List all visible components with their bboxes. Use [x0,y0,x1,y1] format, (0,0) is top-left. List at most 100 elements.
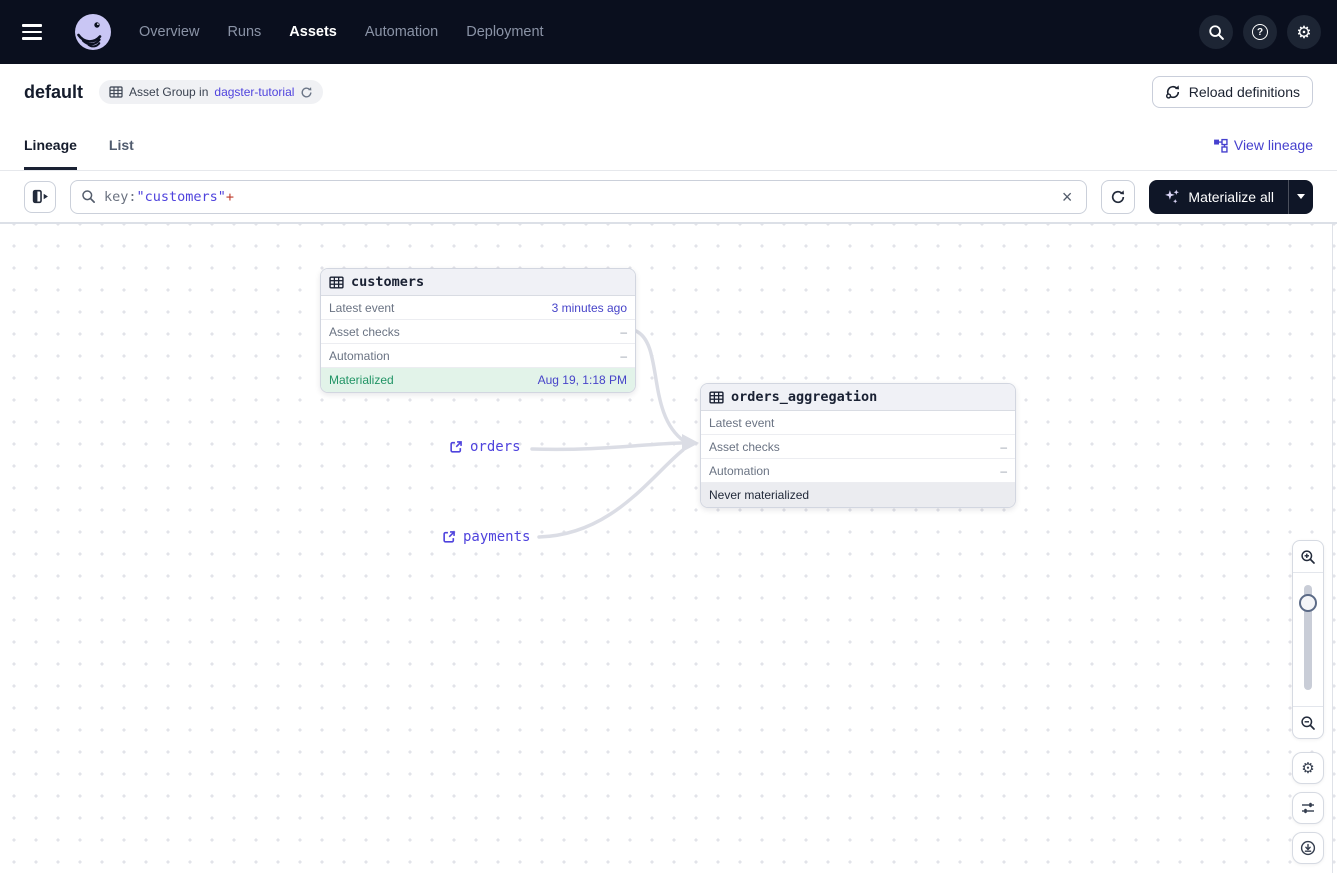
row-value: – [620,324,627,339]
refresh-icon [1112,189,1125,203]
query-prefix: key: [104,188,137,205]
asset-title: orders_aggregation [731,389,878,405]
zoom-out-icon [1301,715,1315,730]
materialize-all-split-button: Materialize all [1149,179,1313,214]
sparkles-icon [1165,189,1180,204]
chevron-down-icon [1297,194,1305,199]
materialize-all-label: Materialize all [1188,188,1274,205]
external-asset-payments[interactable]: payments [442,529,530,545]
canvas-edge-divider [1332,224,1333,873]
asset-row-asset-checks: Asset checks – [701,435,1015,459]
row-value: – [1000,439,1007,454]
tab-list[interactable]: List [108,137,134,153]
menu-hamburger-icon[interactable] [22,14,58,50]
asset-row-latest-event: Latest event [701,411,1015,435]
help-icon: ? [1252,24,1268,40]
row-value: – [1000,463,1007,478]
external-asset-orders[interactable]: orders [449,439,521,455]
code-location-icon [1165,85,1179,99]
view-lineage-link[interactable]: View lineage [1213,120,1313,170]
row-value: 3 minutes ago [551,300,627,315]
asset-status-row: Materialized Aug 19, 1:18 PM [321,368,635,392]
zoom-in-icon [1301,549,1315,564]
nav-item-runs[interactable]: Runs [227,24,262,40]
materialize-options-button[interactable] [1288,179,1313,214]
download-icon [1300,840,1316,856]
asset-title: customers [351,274,425,290]
asset-node-orders-aggregation[interactable]: orders_aggregation Latest event Asset ch… [700,383,1016,508]
table-icon [109,86,123,98]
asset-node-customers[interactable]: customers Latest event 3 minutes ago Ass… [320,268,636,393]
top-nav: Overview Runs Assets Automation Deployme… [0,0,1337,64]
asset-row-latest-event: Latest event 3 minutes ago [321,296,635,320]
download-image-button[interactable] [1292,832,1324,864]
search-icon [82,190,95,203]
asset-row-asset-checks: Asset checks – [321,320,635,344]
graph-filters-button[interactable] [1292,792,1324,824]
asset-node-header: customers [321,269,635,296]
external-link-icon [443,531,455,543]
asset-row-automation: Automation – [321,344,635,368]
gear-icon: ⚙ [1301,759,1315,777]
reload-definitions-button[interactable]: Reload definitions [1151,76,1313,108]
asset-node-header: orders_aggregation [701,384,1015,411]
primary-nav: Overview Runs Assets Automation Deployme… [139,24,544,40]
settings-button[interactable]: ⚙ [1287,15,1321,49]
lineage-edges [530,329,699,539]
query-operator: + [225,188,235,205]
reload-definitions-label: Reload definitions [1188,84,1300,100]
status-label: Never materialized [709,488,810,502]
search-icon [1208,24,1224,40]
row-label: Automation [709,463,770,478]
asset-status-row: Never materialized [701,483,1015,507]
zoom-slider-handle[interactable] [1299,594,1317,612]
filter-sliders-icon [1302,802,1314,814]
asset-row-automation: Automation – [701,459,1015,483]
table-icon [329,275,344,289]
nav-item-assets[interactable]: Assets [289,24,337,40]
dagster-logo-icon[interactable] [74,13,112,51]
nav-item-deployment[interactable]: Deployment [466,24,544,40]
page-title: default [24,81,84,102]
row-label: Automation [329,348,390,363]
search-button[interactable] [1199,15,1233,49]
nav-item-overview[interactable]: Overview [139,24,200,40]
refresh-graph-button[interactable] [1101,179,1136,214]
page-header: default Asset Group in dagster-tutorial … [0,64,1337,120]
external-asset-label: payments [463,529,531,545]
badge-refresh-icon[interactable] [300,86,313,99]
graph-settings-button[interactable]: ⚙ [1292,752,1324,784]
tab-lineage[interactable]: Lineage [24,120,77,170]
code-location-link[interactable]: dagster-tutorial [214,85,295,99]
asset-group-badge: Asset Group in dagster-tutorial [99,80,324,104]
gear-icon: ⚙ [1296,22,1312,42]
lineage-canvas[interactable]: customers Latest event 3 minutes ago Ass… [0,222,1337,873]
lineage-graph-icon [1213,138,1228,153]
row-label: Asset checks [329,324,400,339]
view-lineage-label: View lineage [1233,137,1313,153]
row-label: Asset checks [709,439,780,454]
row-label: Latest event [329,300,395,315]
zoom-slider-track[interactable] [1304,585,1312,690]
status-timestamp: Aug 19, 1:18 PM [537,373,627,387]
panel-expand-icon [32,189,48,204]
zoom-in-button[interactable] [1293,541,1323,573]
row-value: – [620,348,627,363]
zoom-slider [1293,573,1323,706]
asset-search-input[interactable]: key:"customers"+ × [70,179,1088,214]
row-label: Latest event [709,415,775,430]
asset-group-badge-text: Asset Group in [129,85,209,99]
query-value: "customers" [136,188,226,205]
materialize-all-button[interactable]: Materialize all [1149,180,1288,214]
open-sidebar-button[interactable] [24,180,56,213]
zoom-panel [1292,540,1324,739]
nav-item-automation[interactable]: Automation [364,24,439,40]
external-asset-label: orders [470,439,521,455]
external-link-icon [450,441,462,453]
status-label: Materialized [329,373,394,387]
tabs-row: Lineage List View lineage [0,120,1337,171]
help-button[interactable]: ? [1243,15,1277,49]
table-icon [709,390,724,404]
clear-search-icon[interactable]: × [1061,186,1073,207]
zoom-out-button[interactable] [1293,706,1323,738]
